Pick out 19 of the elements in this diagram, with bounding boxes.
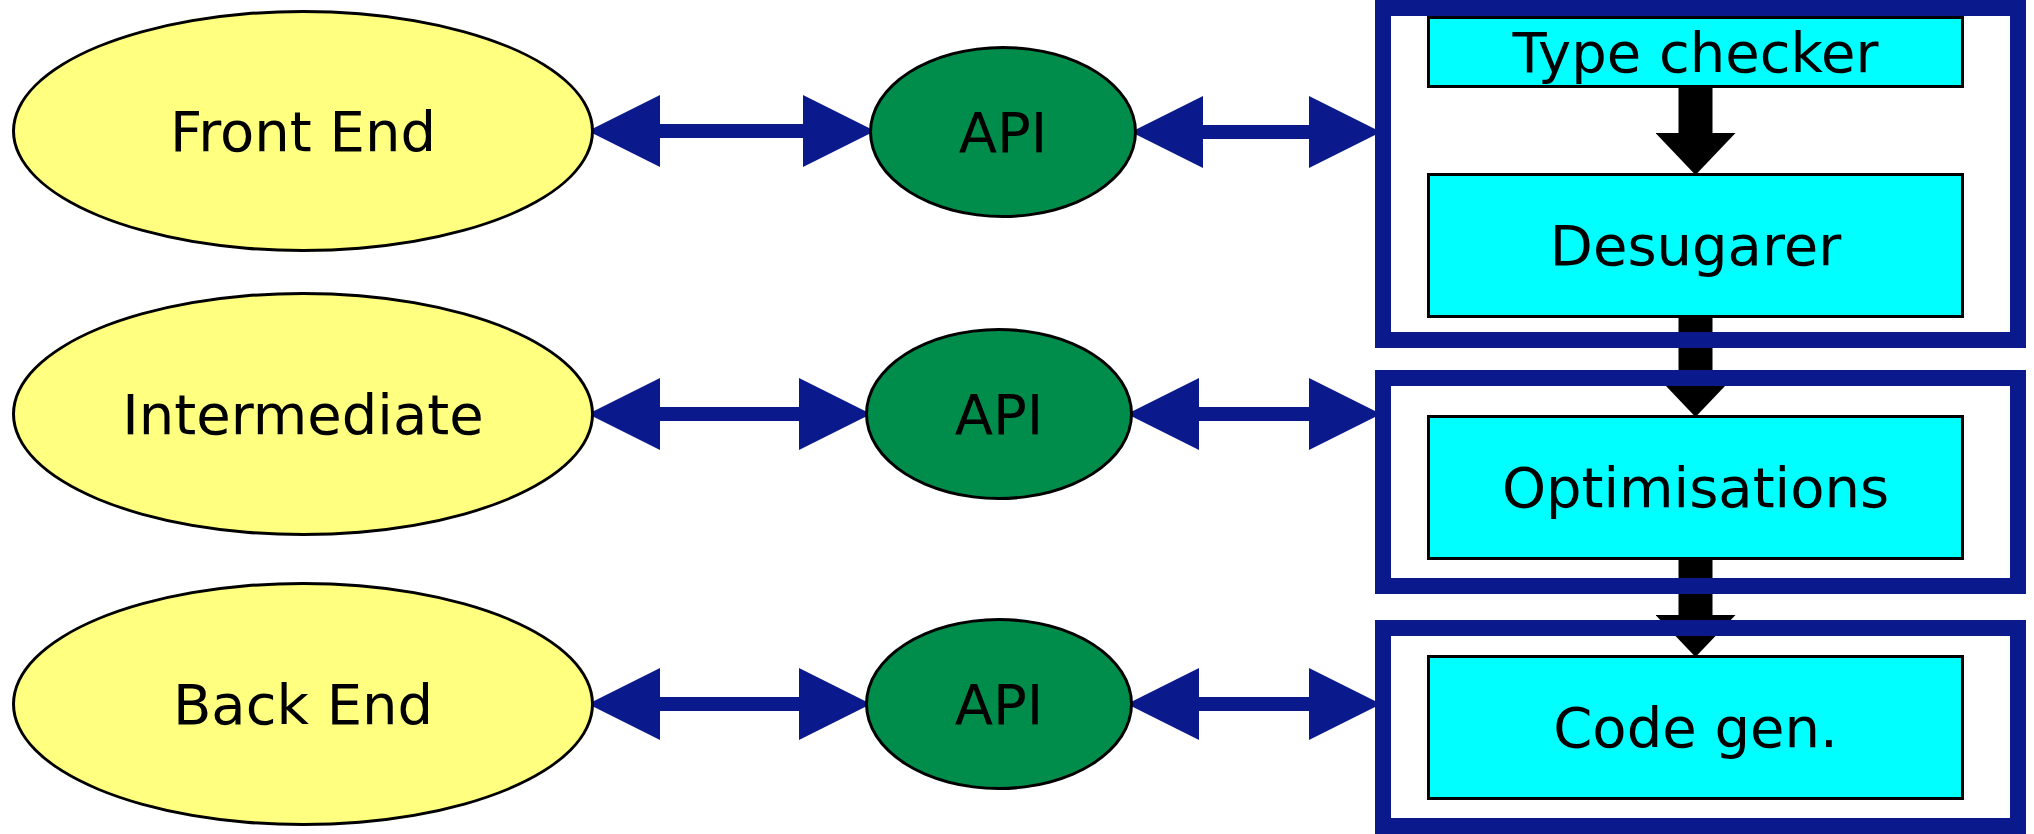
node-label: Desugarer bbox=[1549, 213, 1842, 278]
node-label: API bbox=[954, 381, 1044, 447]
node-label: API bbox=[958, 99, 1048, 165]
frame-box bbox=[1375, 0, 2026, 348]
node-label: Intermediate bbox=[122, 381, 484, 447]
process-box bbox=[1427, 415, 1964, 560]
node-label: Optimisations bbox=[1501, 455, 1890, 520]
frame-box bbox=[1375, 620, 2026, 834]
process-box bbox=[1427, 16, 1964, 88]
node-label: Front End bbox=[170, 98, 436, 164]
node-label: Back End bbox=[172, 671, 434, 737]
flow-arrow bbox=[1655, 88, 1736, 175]
process-box bbox=[1427, 173, 1964, 318]
node-label: Type checker bbox=[1512, 19, 1879, 85]
node-label: API bbox=[954, 671, 1044, 737]
process-box bbox=[1427, 655, 1964, 800]
flow-arrow bbox=[1655, 560, 1736, 657]
node-label: Code gen. bbox=[1553, 695, 1838, 760]
frame-box bbox=[1375, 370, 2026, 594]
